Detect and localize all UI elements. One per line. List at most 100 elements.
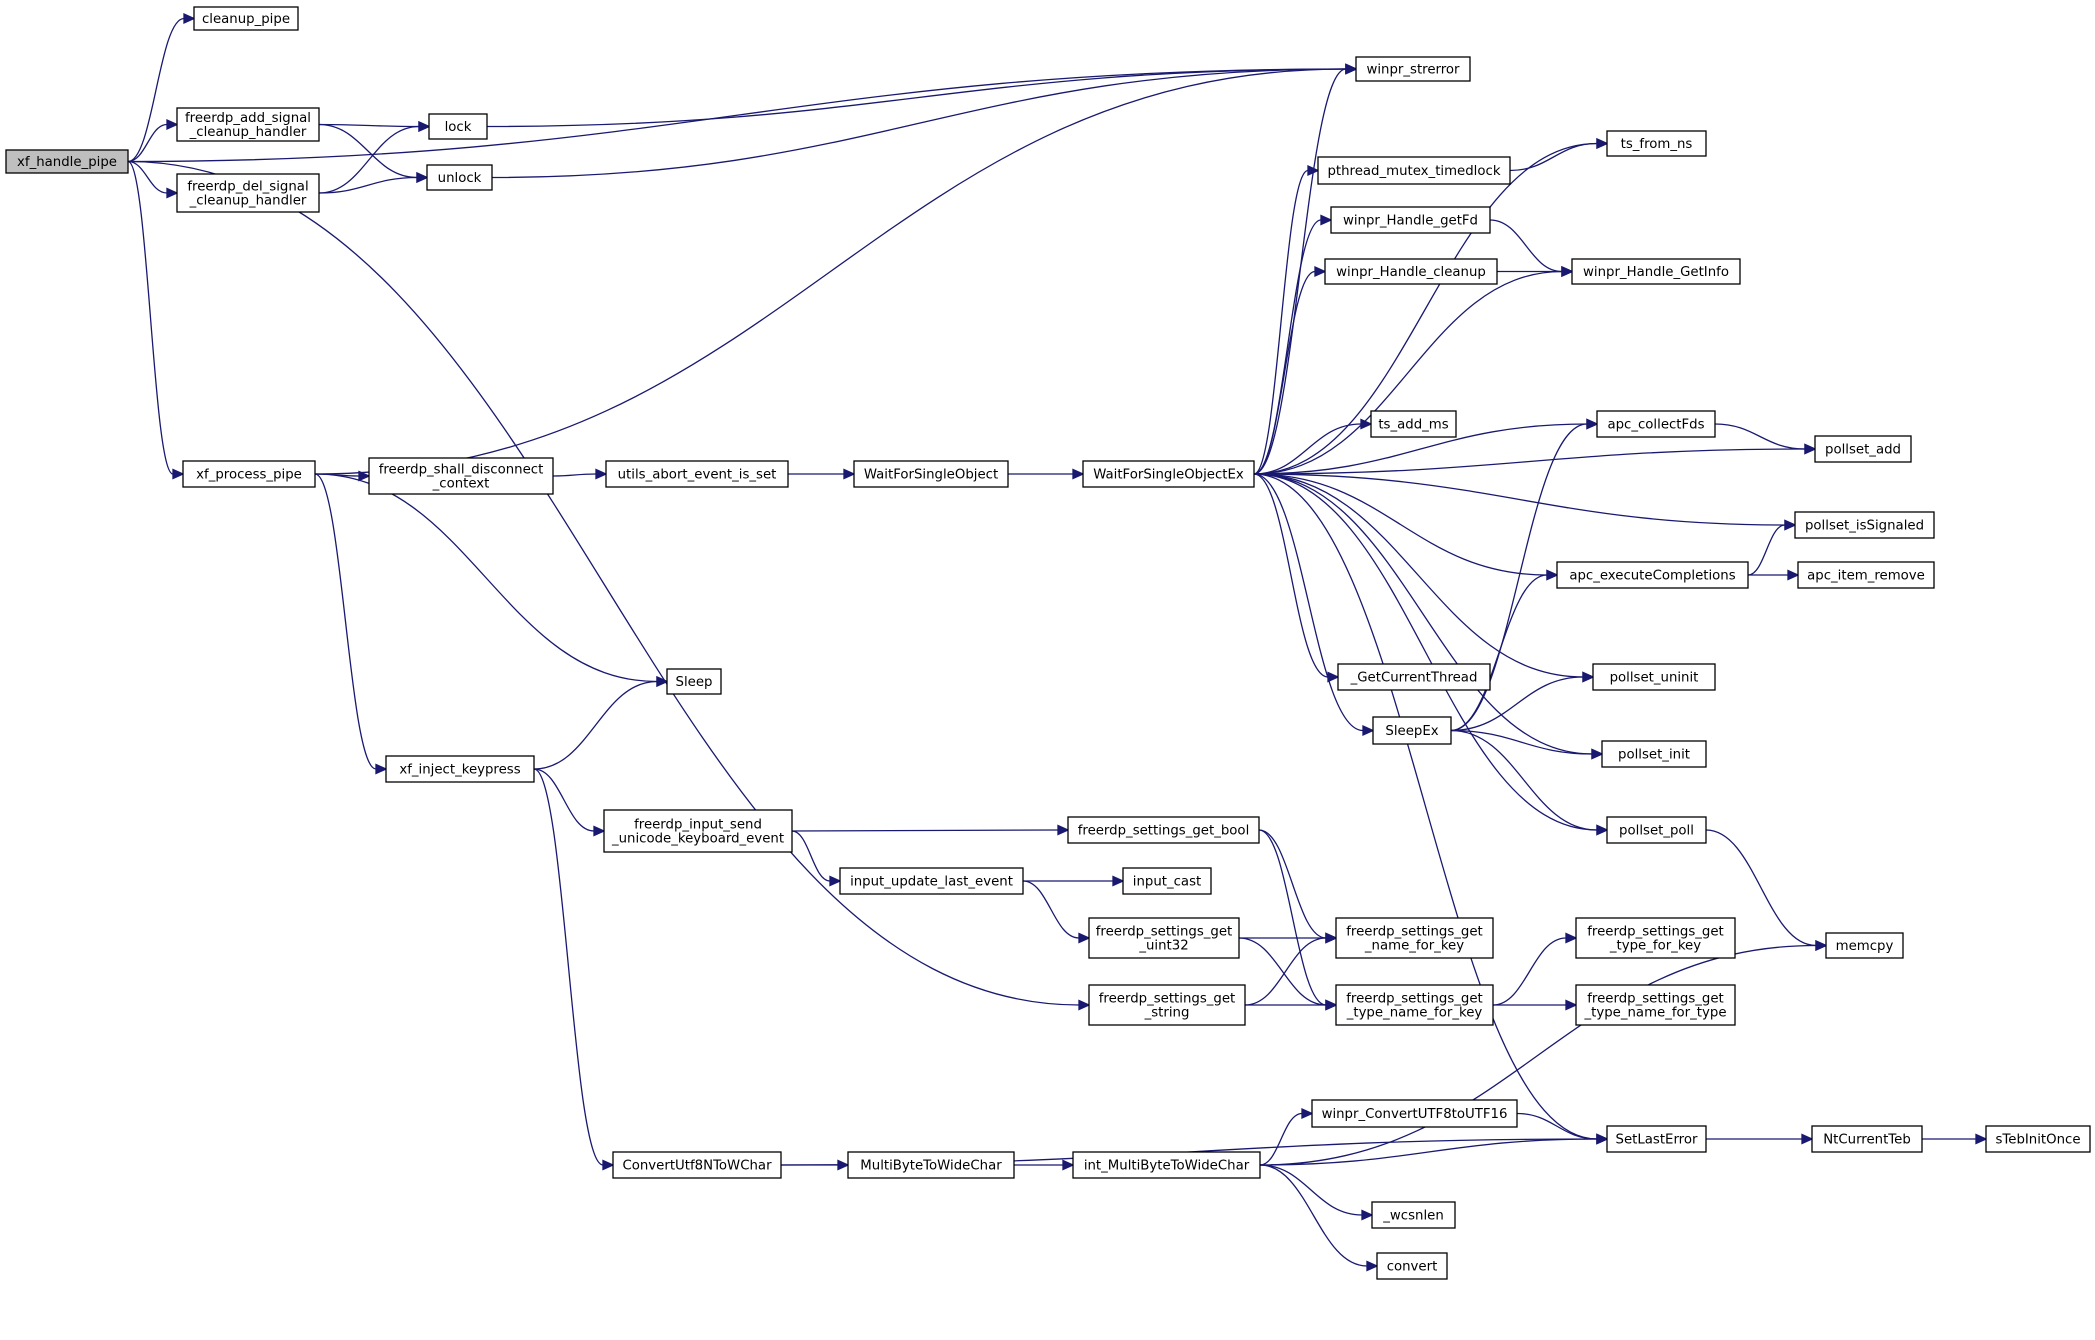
edge-arrowhead — [375, 763, 388, 775]
node-freerdp-settings-get-type-name-for-type[interactable]: freerdp_settings_get_type_name_for_type — [1575, 984, 1736, 1026]
node-apc-collectfds[interactable]: apc_collectFds — [1596, 410, 1716, 438]
node-box — [1311, 1099, 1518, 1128]
node-box — [1082, 460, 1255, 488]
node-box — [853, 460, 1009, 488]
node-convert[interactable]: convert — [1376, 1252, 1448, 1280]
node-label: winpr_Handle_getFd — [1343, 214, 1478, 229]
call-edges — [127, 12, 1988, 1272]
node-ntcurrentteb[interactable]: NtCurrentTeb — [1811, 1125, 1923, 1153]
edge-arrowhead — [1320, 214, 1333, 226]
node-input-cast[interactable]: input_cast — [1122, 867, 1212, 895]
node-ts-from-ns[interactable]: ts_from_ns — [1606, 130, 1707, 157]
edge-arrowhead — [1314, 265, 1327, 278]
node-pollset-init[interactable]: pollset_init — [1601, 740, 1707, 768]
node-box — [612, 1151, 782, 1179]
node-label: sTebInitOnce — [1995, 1133, 2080, 1148]
node-apc-item-remove[interactable]: apc_item_remove — [1797, 561, 1935, 589]
node-winpr-convertutf8toutf16[interactable]: winpr_ConvertUTF8toUTF16 — [1311, 1099, 1518, 1128]
node-freerdp-settings-get-type-name-for-key[interactable]: freerdp_settings_get_type_name_for_key — [1335, 984, 1494, 1026]
node-freerdp-shall-disconnect-context[interactable]: freerdp_shall_disconnect_context — [368, 457, 554, 495]
node-box — [1335, 917, 1494, 959]
node-box — [1556, 561, 1749, 589]
node-freerdp-input-send-unicode-keyboard-event[interactable]: freerdp_input_send_unicode_keyboard_even… — [603, 809, 793, 853]
node-label: lock — [445, 120, 472, 135]
edge-waitforsingleobjectex-to-ts-add-ms — [1253, 418, 1373, 475]
node-label: _GetCurrentThread — [1350, 671, 1478, 686]
node-utils-abort-event-is-set[interactable]: utils_abort_event_is_set — [605, 460, 789, 488]
edge-winpr-handle-getfd-to-winpr-handle-getinfo — [1489, 219, 1574, 278]
node-sleep[interactable]: Sleep — [666, 668, 722, 695]
node-pollset-issignaled[interactable]: pollset_isSignaled — [1794, 511, 1935, 539]
node-ts-add-ms[interactable]: ts_add_ms — [1370, 410, 1457, 438]
node-box — [1575, 984, 1736, 1026]
node-setlasterror[interactable]: SetLastError — [1606, 1125, 1707, 1153]
edge-xf-inject-keypress-to-sleep — [533, 675, 669, 770]
node-label: ts_from_ns — [1621, 137, 1693, 152]
node-box — [847, 1151, 1015, 1179]
node-xf-inject-keypress[interactable]: xf_inject_keypress — [385, 755, 535, 783]
edge-line — [318, 123, 418, 179]
node-freerdp-settings-get-uint32[interactable]: freerdp_settings_get_uint32 — [1088, 917, 1240, 959]
node-freerdp-del-signal-cleanup-handler[interactable]: freerdp_del_signal_cleanup_handler — [176, 173, 320, 213]
node-freerdp-settings-get-name-for-key[interactable]: freerdp_settings_get_name_for_key — [1335, 917, 1494, 959]
edge-arrowhead — [1112, 875, 1125, 887]
node-xf-process-pipe[interactable]: xf_process_pipe — [182, 460, 316, 488]
edge-arrowhead — [418, 120, 431, 133]
node-wcsnlen[interactable]: _wcsnlen — [1371, 1201, 1456, 1229]
edge-arrowhead — [1596, 1133, 1609, 1145]
node-label: winpr_strerror — [1366, 63, 1460, 78]
node-winpr-strerror[interactable]: winpr_strerror — [1355, 56, 1471, 82]
node-multibytetowidechar[interactable]: MultiByteToWideChar — [847, 1151, 1015, 1179]
node-apc-executecompletions[interactable]: apc_executeCompletions — [1556, 561, 1749, 589]
node-stebinitonce[interactable]: sTebInitOnce — [1985, 1125, 2091, 1153]
node-sleepex[interactable]: SleepEx — [1372, 716, 1452, 745]
node-box — [428, 113, 488, 140]
node-lock[interactable]: lock — [428, 113, 488, 140]
node-label: pthread_mutex_timedlock — [1327, 164, 1500, 179]
node-convertutf8ntowchar[interactable]: ConvertUtf8NToWChar — [612, 1151, 782, 1179]
node-xf-handle-pipe[interactable]: xf_handle_pipe — [5, 149, 129, 174]
node-label: Sleep — [676, 675, 713, 690]
edge-arrowhead — [1784, 519, 1797, 531]
node-winpr-handle-cleanup[interactable]: winpr_Handle_cleanup — [1324, 258, 1498, 285]
node-waitforsingleobjectex[interactable]: WaitForSingleObjectEx — [1082, 460, 1255, 488]
node-freerdp-add-signal-cleanup-handler[interactable]: freerdp_add_signal_cleanup_handler — [176, 107, 320, 142]
edge-line — [1253, 142, 1598, 475]
node-input-update-last-event[interactable]: input_update_last_event — [839, 867, 1024, 895]
edge-xf-handle-pipe-to-freerdp-settings-get-string — [127, 160, 1091, 1011]
node-pollset-uninit[interactable]: pollset_uninit — [1592, 663, 1716, 691]
node-cleanup-pipe[interactable]: cleanup_pipe — [193, 6, 299, 31]
node-box — [176, 107, 320, 142]
node-box — [1337, 663, 1491, 691]
edge-xf-inject-keypress-to-convertutf8ntowchar — [533, 768, 615, 1171]
edge-waitforsingleobjectex-to-pollset-add — [1253, 443, 1817, 475]
edge-line — [1253, 423, 1588, 475]
node-box — [1067, 816, 1260, 844]
node-waitforsingleobject[interactable]: WaitForSingleObject — [853, 460, 1009, 488]
node-getcurrentthread[interactable]: _GetCurrentThread — [1337, 663, 1491, 691]
node-pollset-poll[interactable]: pollset_poll — [1606, 816, 1707, 844]
node-label: MultiByteToWideChar — [860, 1159, 1002, 1174]
edge-int-multibytetowidechar-to-winpr-convertutf8toutf16 — [1259, 1107, 1314, 1166]
node-pollset-add[interactable]: pollset_add — [1814, 435, 1912, 463]
node-box — [1370, 410, 1457, 438]
node-label: WaitForSingleObject — [864, 468, 998, 483]
node-freerdp-settings-get-string[interactable]: freerdp_settings_get_string — [1088, 984, 1246, 1026]
edge-xf-handle-pipe-to-freerdp-add-signal-cleanup-handler — [127, 118, 179, 163]
edge-waitforsingleobjectex-to-getcurrentthread — [1253, 473, 1340, 683]
edge-arrowhead — [1586, 418, 1599, 430]
node-label: _uint32 — [1138, 939, 1188, 954]
node-label: memcpy — [1836, 939, 1894, 954]
node-unlock[interactable]: unlock — [426, 164, 493, 191]
node-winpr-handle-getfd[interactable]: winpr_Handle_getFd — [1330, 206, 1491, 234]
node-label: freerdp_settings_get — [1346, 992, 1483, 1007]
edge-waitforsingleobjectex-to-pollset-uninit — [1253, 473, 1595, 683]
node-int-multibytetowidechar[interactable]: int_MultiByteToWideChar — [1072, 1151, 1261, 1179]
node-freerdp-settings-get-type-for-key[interactable]: freerdp_settings_get_type_for_key — [1575, 917, 1736, 959]
node-winpr-handle-getinfo[interactable]: winpr_Handle_GetInfo — [1571, 258, 1741, 285]
node-pthread-mutex-timedlock[interactable]: pthread_mutex_timedlock — [1317, 156, 1511, 185]
edge-line — [1259, 1138, 1598, 1166]
node-freerdp-settings-get-bool[interactable]: freerdp_settings_get_bool — [1067, 816, 1260, 844]
node-label: _context — [432, 477, 490, 492]
node-memcpy[interactable]: memcpy — [1825, 932, 1904, 959]
